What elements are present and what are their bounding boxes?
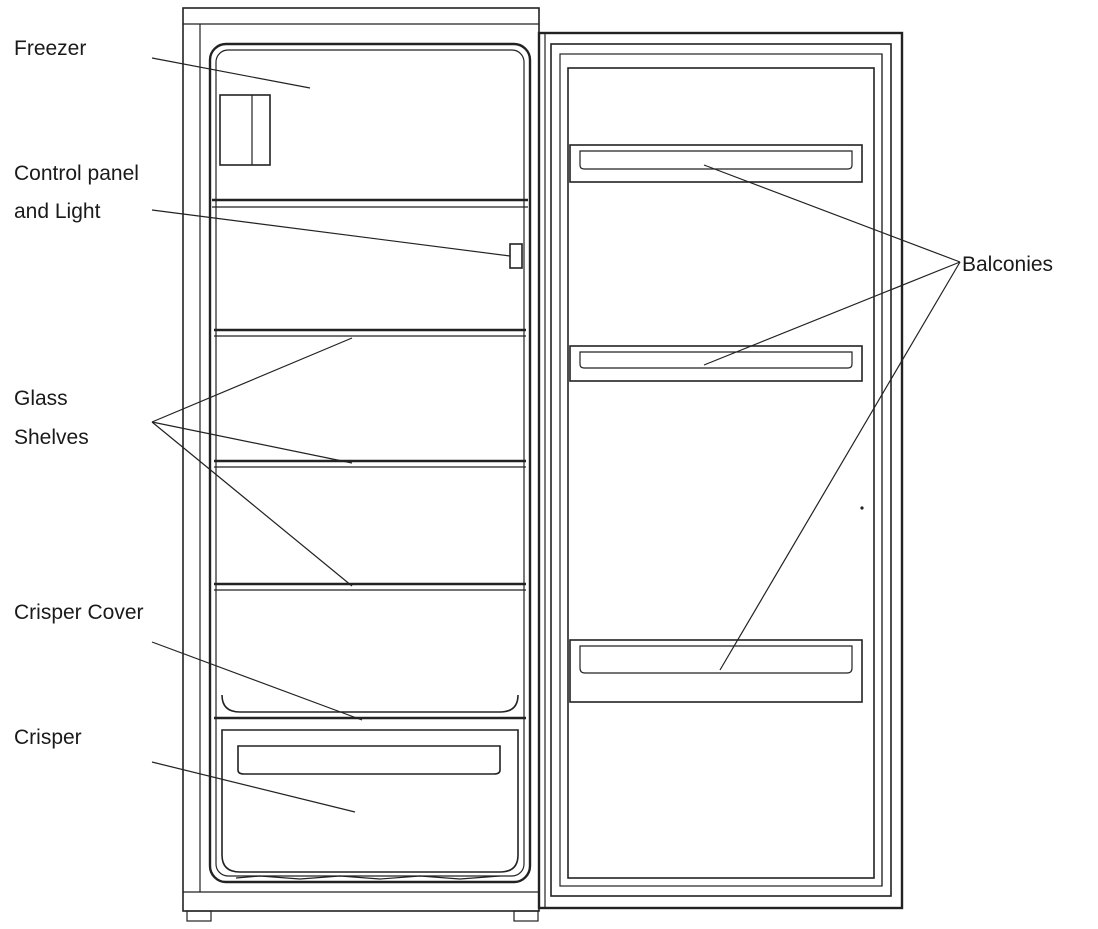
leader-glass-shelf-2 <box>151 421 353 464</box>
label-control-panel-line2: and Light <box>14 200 101 223</box>
door-gasket <box>550 43 892 897</box>
balcony-3-frame <box>569 639 863 703</box>
leader-glass-shelf-3 <box>151 421 353 587</box>
balcony-1 <box>569 144 863 183</box>
leader-balcony-3 <box>719 261 961 671</box>
leader-crisper <box>151 761 356 813</box>
label-balconies: Balconies <box>962 253 1053 276</box>
label-glass-shelves-line2: Shelves <box>14 426 89 449</box>
door-inner-panel <box>567 67 875 879</box>
balcony-2-frame <box>569 345 863 382</box>
balcony-3-lip <box>579 645 853 674</box>
door <box>537 31 904 910</box>
labels: Freezer Control panel and Light Glass Sh… <box>14 37 1053 749</box>
label-control-panel-line1: Control panel <box>14 162 139 185</box>
cabinet <box>182 7 540 922</box>
door-liner <box>559 53 883 887</box>
cabinet-foot-left <box>186 910 212 922</box>
leader-control-panel <box>151 209 511 257</box>
balcony-2-lip <box>579 351 853 369</box>
label-freezer: Freezer <box>14 37 86 60</box>
label-crisper-cover: Crisper Cover <box>14 601 144 624</box>
freezer-door-panel <box>219 94 271 166</box>
crisper-handle <box>237 745 501 775</box>
crisper-body <box>221 729 519 873</box>
balcony-1-lip <box>579 150 853 170</box>
crisper-cover-curve <box>221 694 519 713</box>
balconies <box>569 144 863 703</box>
cabinet-liner <box>208 42 532 884</box>
crisper-base-ridge <box>235 875 501 880</box>
leader-crisper-cover <box>151 641 363 721</box>
label-crisper: Crisper <box>14 726 82 749</box>
cabinet-liner-inner <box>215 49 525 877</box>
balcony-1-frame <box>569 144 863 183</box>
control-panel-light <box>509 243 523 269</box>
door-outer <box>537 31 904 910</box>
leader-freezer <box>151 57 311 89</box>
glass-shelves <box>214 328 526 591</box>
crisper-drawer <box>221 729 519 880</box>
freezer-compartment <box>212 94 528 208</box>
leader-lines <box>151 57 961 813</box>
cabinet-foot-right <box>513 910 539 922</box>
label-glass-shelves-line1: Glass <box>14 387 68 410</box>
door-stop-dot <box>860 506 864 510</box>
cabinet-outer <box>182 7 540 912</box>
leader-balcony-2 <box>703 261 961 366</box>
leader-balcony-1 <box>703 164 961 263</box>
balcony-3 <box>569 639 863 703</box>
crisper-cover-part <box>214 694 526 720</box>
balcony-2 <box>569 345 863 382</box>
leader-glass-shelf-1 <box>151 337 353 423</box>
